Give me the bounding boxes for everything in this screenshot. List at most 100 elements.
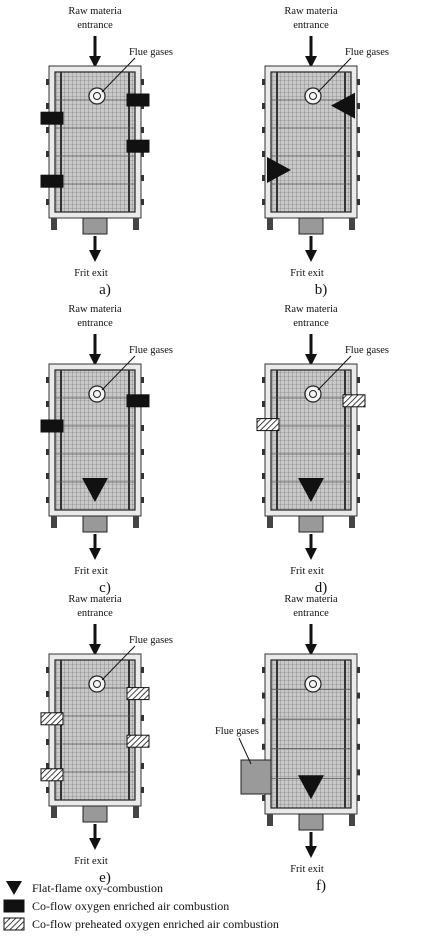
frame-stud [262,692,265,699]
support-leg [133,806,139,818]
frame-stud [262,497,265,503]
support-leg [267,516,273,528]
frame-stud [46,401,49,407]
outlet-block [298,813,324,831]
preheated-burner [126,687,150,701]
frame-stud [357,795,360,801]
support-leg [51,218,57,230]
raw-material-label: Raw materia [68,594,122,605]
raw-material-label: entrance [77,318,113,329]
panel-letter-c: c) [99,580,111,596]
flue-outlet [304,675,322,693]
frame-stud [141,715,144,721]
flue-gases-label: Flue gases [129,345,173,356]
frame-stud [357,769,360,776]
raw-material-label: entrance [293,318,329,329]
frame-stud [141,151,144,157]
frame-stud [46,763,49,769]
flue-leader-line [238,737,252,765]
oxygen-enriched-burner [40,174,64,188]
frame-stud [357,127,360,133]
exit-arrow-head [89,838,101,850]
frame-stud [46,151,49,157]
frame-stud [46,103,49,109]
frame-stud [141,377,144,383]
exit-arrow-head [305,250,317,262]
outlet-block [82,515,108,533]
frame-stud [141,787,144,793]
frame-stud [141,425,144,431]
frame-stud [46,449,49,455]
panel-letter-b: b) [315,282,328,298]
flue-outlet-inner [93,390,101,398]
exit-arrow-head [305,548,317,560]
frame-stud [141,763,144,769]
frame-stud [357,425,360,431]
legend-label: Flat-flame oxy-combustion [32,881,163,895]
panel-letter-e: e) [99,870,111,886]
frame-stud [262,175,265,181]
flat-flame-burner [298,775,324,800]
frame-stud [262,79,265,85]
support-leg [349,218,355,230]
frame-stud [357,199,360,205]
frame-stud [262,449,265,455]
preheated-burner [40,768,64,782]
preheated-burner [256,418,280,432]
furnace-body [54,71,136,213]
frame-stud [262,401,265,407]
preheated-burner [40,712,64,726]
outlet-block [82,805,108,823]
oxygen-enriched-burner [126,139,150,153]
flat-flame-burner [82,478,108,502]
flue-outlet [304,87,322,105]
frame-stud [357,79,360,85]
panel-letter-a: a) [99,282,111,298]
flue-outlet [88,675,106,693]
side-flue-duct [240,759,272,795]
flue-gases-label: Flue gases [345,47,389,58]
frame-stud [141,199,144,205]
frit-exit-label: Frit exit [290,268,324,279]
flat-flame-burner [331,92,355,119]
frame-stud [141,667,144,673]
frit-exit-label: Frit exit [290,566,324,577]
flue-outlet-inner [93,680,101,688]
frame-stud [357,473,360,479]
inlet-arrow-head [305,354,317,366]
panel-letter-d: d) [315,580,328,596]
flue-leader-line [101,645,136,681]
frame-stud [357,449,360,455]
raw-material-label: entrance [77,608,113,619]
support-leg [349,814,355,826]
support-leg [267,218,273,230]
flat-flame-burner [267,157,291,183]
frame-stud [141,127,144,133]
inlet-arrow-head [89,354,101,366]
oxygen-enriched-burner [40,419,64,433]
oxygen-enriched-burner [126,394,150,408]
frame-stud [262,151,265,157]
preheated-burner [126,734,150,748]
frame-stud [357,151,360,157]
frame-stud [141,79,144,85]
frame-stud [357,497,360,503]
flue-outlet [304,385,322,403]
frame-stud [357,718,360,725]
frame-stud [46,199,49,205]
support-leg [267,814,273,826]
exit-arrow-head [89,250,101,262]
flue-outlet [88,87,106,105]
preheated-burner [342,394,366,408]
flue-outlet-inner [309,680,317,688]
support-leg [51,806,57,818]
support-leg [51,516,57,528]
frame-stud [46,691,49,697]
flue-gases-label: Flue gases [215,726,259,737]
frit-exit-label: Frit exit [74,856,108,867]
legend-oxygen-enriched-symbol [3,899,25,913]
